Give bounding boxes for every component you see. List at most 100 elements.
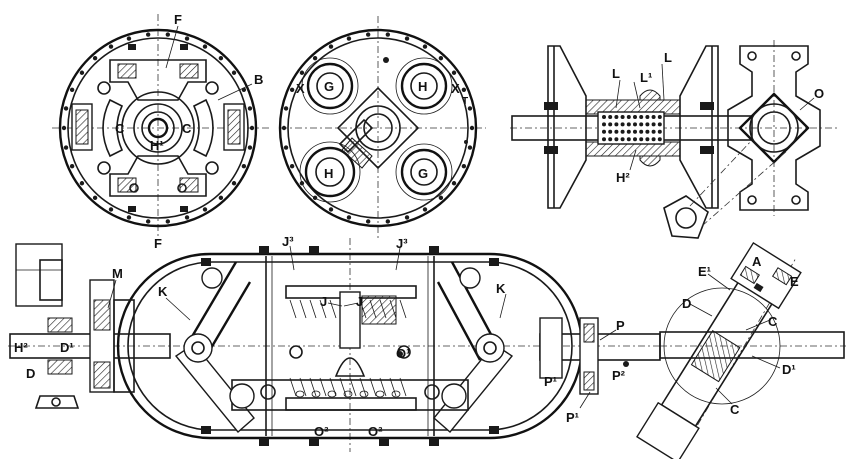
bolt-hole [283, 145, 289, 150]
perforation-hole [633, 137, 637, 142]
bolt-hole [283, 106, 289, 111]
perforation-hole [626, 122, 631, 127]
bar-hole [295, 390, 305, 398]
perforation-hole [608, 137, 613, 142]
end-view-left-labels: F F B C C H¹ [115, 12, 263, 251]
label-B: B [254, 72, 263, 87]
label-C-top-right: C [768, 314, 778, 329]
housing-lug [201, 426, 211, 434]
bolt-hole [63, 145, 69, 150]
bolt-hole [247, 145, 253, 150]
perforation-hole [608, 115, 613, 119]
spring-coil [379, 377, 387, 397]
bolt-hole [438, 195, 444, 201]
shaft-section-labels: L L¹ L H² O [612, 50, 824, 185]
perforation-hole [602, 115, 606, 119]
label-L-left: L [612, 66, 620, 81]
label-P: P [616, 318, 625, 333]
label-O: O [814, 86, 824, 101]
perforations [602, 115, 662, 142]
perforation-hole [657, 129, 662, 134]
bolt-hole [422, 207, 428, 212]
spring-coil [289, 377, 297, 397]
bolt-hole [365, 32, 371, 37]
bolt-hole [69, 164, 75, 169]
perforation-hole [626, 137, 631, 142]
spring-coil [349, 377, 357, 397]
perforation-hole [657, 122, 662, 127]
perforation-hole [645, 122, 650, 127]
perforation-hole [620, 137, 625, 142]
bolt-hole [69, 87, 75, 92]
perforation-hole [608, 122, 613, 127]
perforation-hole [602, 137, 606, 142]
bolt-hole [312, 55, 318, 61]
perforation-hole [645, 137, 650, 142]
bolt-hole [145, 32, 151, 37]
perforation-hole [639, 137, 644, 142]
spring-coil [329, 377, 337, 397]
perforation-hole [620, 122, 625, 127]
bolt-hole [299, 70, 305, 75]
label-H2: H² [616, 170, 630, 185]
perforation-hole [614, 122, 619, 127]
perforation-hole [645, 129, 650, 134]
label-X-left: X [296, 81, 305, 96]
bolt-hole [165, 219, 171, 224]
bolt-hole [63, 106, 69, 111]
bolt-hole [126, 36, 132, 41]
end-view-middle [278, 16, 486, 240]
bar-hole [359, 390, 369, 398]
perforation-hole [645, 115, 650, 119]
spring-coil [329, 299, 337, 319]
perforation-hole [620, 115, 625, 119]
label-O2-left: O² [314, 424, 329, 439]
perforation-hole [633, 129, 637, 134]
spring-coil [399, 377, 407, 397]
housing-lugs [201, 246, 499, 446]
label-D1: D¹ [60, 340, 74, 355]
bolt-hole [218, 55, 224, 61]
perforation-hole [620, 129, 625, 134]
bolt-hole [202, 207, 208, 212]
perforation-hole [626, 129, 631, 134]
perforation-hole [639, 122, 644, 127]
label-K-right: K [496, 281, 506, 296]
perforation-hole [626, 115, 631, 119]
bolt-hole [126, 215, 132, 220]
label-J-right: J [356, 294, 363, 309]
perforation-hole [639, 129, 644, 134]
housing-lug [429, 246, 439, 254]
label-P1-a: P¹ [544, 374, 557, 389]
bolt-hole [108, 207, 114, 212]
bolt-hole [145, 219, 151, 224]
bar-hole [327, 390, 337, 398]
spring-coil [309, 377, 317, 397]
label-G-bottom: G [418, 166, 428, 181]
bolt-hole [165, 32, 171, 37]
perforation-hole [614, 129, 619, 134]
spring-coil [319, 299, 327, 319]
perforation-hole [633, 122, 637, 127]
bolt-hole [385, 219, 391, 224]
perforation-hole [651, 115, 656, 119]
label-T: T [462, 96, 468, 107]
label-A: A [752, 254, 762, 269]
bolt-hole [404, 36, 410, 41]
bar-hole [311, 390, 321, 398]
bottom-bar-holes [295, 390, 401, 398]
housing-lug [489, 426, 499, 434]
label-P1-b: P¹ [566, 410, 579, 425]
spring-coil [309, 299, 317, 319]
end-view-left [52, 14, 272, 238]
bolt-hole [385, 32, 391, 37]
bolt-hole [438, 55, 444, 61]
bolt-hole [202, 44, 208, 49]
label-K-left: K [158, 284, 168, 299]
label-J3-right: J³ [396, 236, 408, 251]
spring-coil [299, 299, 307, 319]
link-bar [450, 261, 496, 341]
bolt-hole [231, 181, 237, 186]
bolt-hole [289, 87, 295, 92]
